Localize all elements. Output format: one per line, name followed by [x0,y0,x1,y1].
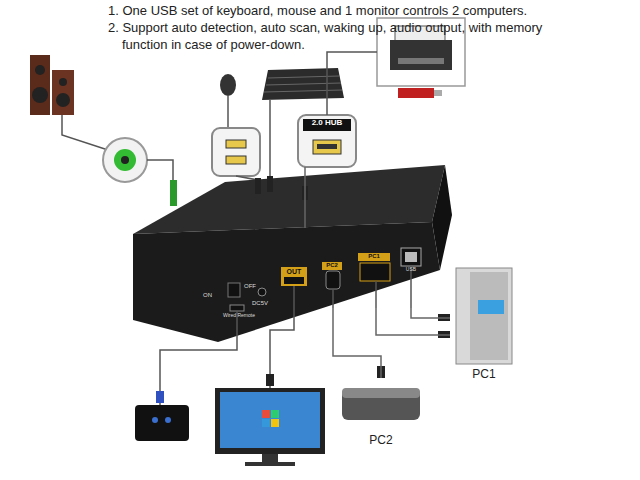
audio-callout [103,138,147,182]
audio-wire [147,160,173,180]
mouse-wire [227,96,229,128]
cable-connector [411,308,450,318]
keyboard-icon [262,68,344,100]
hub-callout-box: 2.0 HUB [298,115,356,167]
audio-wire [62,115,108,150]
mini-pc: PC2 [336,378,426,453]
usb-callout [212,128,260,176]
mouse-icon [220,74,236,96]
pc2-plug [377,366,385,378]
remote-plug [156,391,164,403]
flash-drive-icon [398,88,442,98]
hub-plug [302,186,308,200]
cable-connector [376,308,450,335]
hub-label: 2.0 HUB [303,119,351,128]
tower-pc: PC1 [450,262,518,387]
port-label: USB [401,267,421,273]
switch-label: OFF [244,283,264,290]
speaker-icon [30,55,74,115]
port-label: PC1 [358,253,390,260]
audio-plug [170,180,177,206]
usb-plug [267,176,273,192]
port-label: Wired Remote [223,313,263,319]
tower-pc-icon [456,268,512,364]
port-label: PC2 [322,262,342,269]
cable-stubs [160,266,411,405]
cable-connector [304,167,306,228]
port-label: DC5V [252,300,276,307]
usb-wire [236,176,258,180]
device-label: PC2 [336,434,426,447]
kvm-switch: ONOFFDC5VWired RemoteOUTPC2PC1USB [133,228,440,308]
monitor-plug [266,374,274,386]
switch-label: ON [203,292,223,299]
cable-connector [333,308,381,378]
pc1-plug [438,314,450,321]
device-label: PC1 [450,368,518,381]
port-label: OUT [281,268,307,276]
hub-callout [298,115,356,167]
switch-ports [228,248,421,311]
note-text: 1. One USB set of keyboard, mouse and 1 … [108,2,582,19]
monitor-icon [215,388,325,466]
kvm-switch-body [133,165,452,342]
note-text: 2. Support auto detection, auto scan, wa… [108,19,562,53]
keyboard-wire [269,100,271,178]
hub-leader [327,52,377,115]
remote-icon [135,405,189,441]
pc1-plug [438,331,450,338]
usb-plug [255,178,261,194]
mini-pc-icon [342,388,420,420]
